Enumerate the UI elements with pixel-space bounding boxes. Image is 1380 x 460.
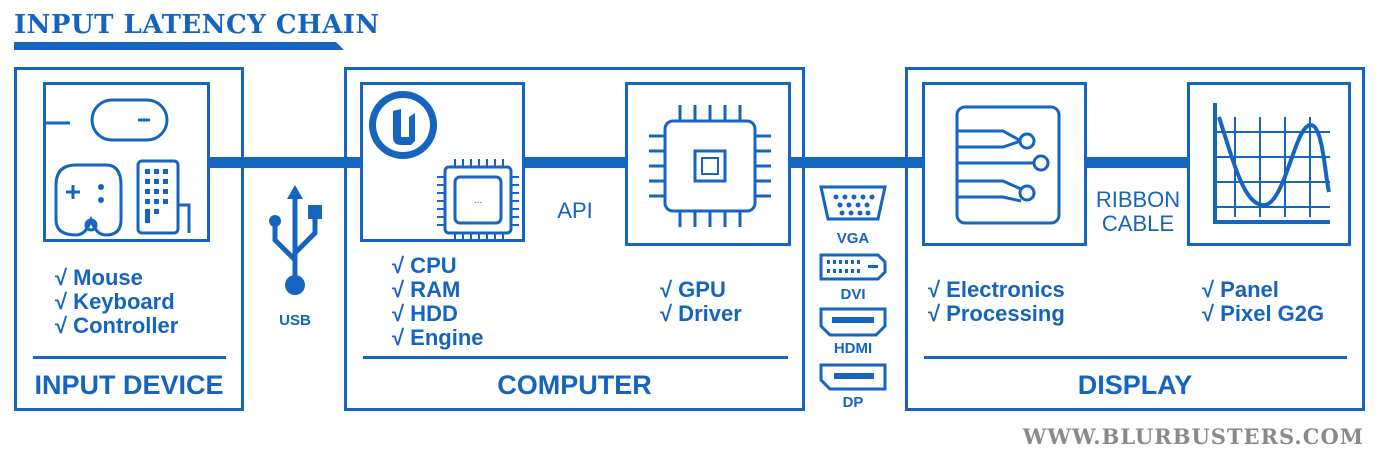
- checklist-item: √ HDD: [392, 301, 458, 326]
- panel-icon-panel: [1187, 82, 1351, 246]
- title-underline: [14, 42, 344, 50]
- hdmi-port-icon: [819, 307, 887, 337]
- ribbon-cable-label: RIBBON CABLE: [1082, 188, 1194, 236]
- checklist-item: √ RAM: [392, 277, 461, 302]
- mouse-icon: [46, 98, 169, 142]
- input-device-icon-panel: [43, 82, 210, 242]
- checklist-item: √ Processing: [928, 301, 1065, 326]
- checklist-item: √ Driver: [660, 301, 742, 326]
- checklist-item: √ Engine: [392, 325, 484, 350]
- computer-section: [344, 67, 805, 411]
- checklist-item: √ Keyboard: [55, 289, 175, 314]
- vga-port-icon: [819, 185, 887, 221]
- checklist-item: √ Panel: [1202, 277, 1279, 302]
- checklist-item: √ CPU: [392, 253, 457, 278]
- hdmi-label: HDMI: [833, 340, 873, 357]
- circuit-board-icon: [955, 105, 1061, 225]
- computer-label: COMPUTER: [497, 370, 652, 400]
- computer-checklist-right: √ GPU √ Driver: [660, 278, 742, 326]
- ribbon-label-line1: RIBBON: [1095, 187, 1181, 212]
- checklist-item: √ Electronics: [928, 277, 1065, 302]
- waveform-graph-icon: [1213, 103, 1331, 224]
- display-checklist-left: √ Electronics √ Processing: [928, 278, 1065, 326]
- connector-computer-internal: [521, 157, 628, 168]
- usb-icon: [269, 185, 322, 295]
- connector-input-computer: [208, 157, 360, 168]
- gamepad-icon: [54, 163, 123, 237]
- display-checklist-right: √ Panel √ Pixel G2G: [1202, 278, 1324, 326]
- divider: [924, 356, 1347, 359]
- input-device-section: [14, 67, 244, 411]
- divider: [363, 356, 788, 359]
- divider: [33, 356, 226, 359]
- dvi-port-icon: [819, 253, 887, 281]
- footer-website: WWW.BLURBUSTERS.COM: [1022, 424, 1364, 449]
- checklist-item: √ Controller: [55, 313, 179, 338]
- gpu-chip-icon: [649, 105, 771, 227]
- display-label: DISPLAY: [1077, 370, 1193, 400]
- computer-checklist-left: √ CPU √ RAM √ HDD √ Engine: [392, 254, 484, 350]
- input-device-checklist: √ Mouse √ Keyboard √ Controller: [55, 266, 178, 338]
- cpu-chip-icon: ...: [437, 159, 519, 241]
- api-label: API: [557, 198, 593, 223]
- checklist-item: √ Mouse: [55, 265, 143, 290]
- dp-label: DP: [842, 394, 864, 411]
- connector-display-internal: [1086, 157, 1190, 168]
- unreal-engine-logo: [369, 91, 437, 159]
- displayport-icon: [819, 363, 887, 391]
- input-device-label: INPUT DEVICE: [34, 370, 224, 400]
- ribbon-label-line2: CABLE: [1101, 211, 1175, 236]
- gpu-icon-panel: [625, 82, 791, 246]
- usb-label: USB: [279, 312, 311, 329]
- checklist-item: √ Pixel G2G: [1202, 301, 1325, 326]
- display-section: [905, 67, 1365, 411]
- electronics-icon-panel: [922, 82, 1087, 246]
- svg-text:...: ...: [474, 195, 482, 206]
- connector-computer-display: [788, 157, 923, 168]
- keyboard-icon: [136, 159, 191, 235]
- cpu-icon-panel: ...: [360, 82, 525, 242]
- checklist-item: √ GPU: [660, 277, 726, 302]
- vga-label: VGA: [836, 230, 870, 247]
- page-title: INPUT LATENCY CHAIN: [14, 10, 380, 40]
- dvi-label: DVI: [840, 286, 866, 303]
